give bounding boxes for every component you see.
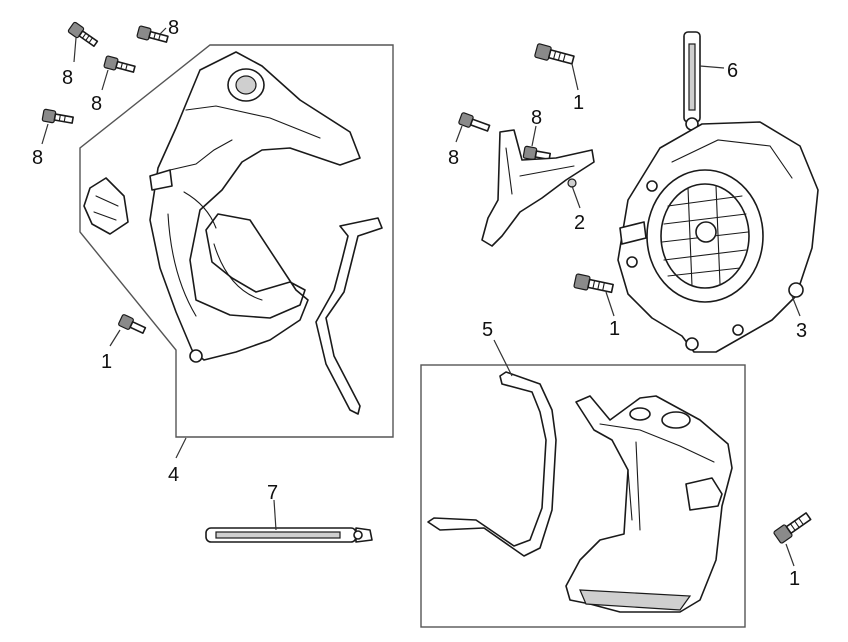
callout-1: 1 <box>789 568 800 590</box>
leader-lines <box>41 27 801 567</box>
callout-8: 8 <box>168 17 179 39</box>
part-4-seal-strip <box>315 217 383 415</box>
part-6-rod <box>683 31 701 131</box>
callout-7: 7 <box>267 482 278 504</box>
callout-8: 8 <box>531 107 542 129</box>
callout-8: 8 <box>32 147 43 169</box>
group-frame-4 <box>79 44 394 438</box>
bolt-8c <box>103 55 136 73</box>
fan-grill-slats <box>661 185 749 287</box>
callout-4: 4 <box>168 464 179 486</box>
part-7-rod <box>205 527 373 543</box>
part-3-fan-cover <box>617 121 819 353</box>
bolt-1d <box>773 512 812 544</box>
part-2-bracket <box>481 129 595 247</box>
part-4-shroud-cover <box>149 51 361 363</box>
group-frame-5 <box>420 364 746 628</box>
callout-8: 8 <box>448 147 459 169</box>
bolt-1c <box>573 273 614 294</box>
callout-6: 6 <box>727 60 738 82</box>
callout-8: 8 <box>91 93 102 115</box>
bolt-1b <box>534 43 575 65</box>
callout-1: 1 <box>609 318 620 340</box>
bolt-8b <box>136 25 169 43</box>
callout-1: 1 <box>573 92 584 114</box>
callout-5: 5 <box>482 319 493 341</box>
part-4-clip <box>83 177 129 235</box>
part-5-wire-rod <box>427 371 557 557</box>
bolt-8d <box>41 108 74 124</box>
callout-8: 8 <box>62 67 73 89</box>
callout-1: 1 <box>101 351 112 373</box>
bolt-1a <box>118 314 147 334</box>
part-5-air-guide <box>565 395 733 613</box>
bolt-8a <box>67 21 99 48</box>
callout-3: 3 <box>796 320 807 342</box>
bolt-8e <box>458 112 491 132</box>
callout-2: 2 <box>574 212 585 234</box>
callout-labels: 8 8 8 8 1 4 1 8 8 2 6 3 1 5 7 1 <box>32 17 807 590</box>
